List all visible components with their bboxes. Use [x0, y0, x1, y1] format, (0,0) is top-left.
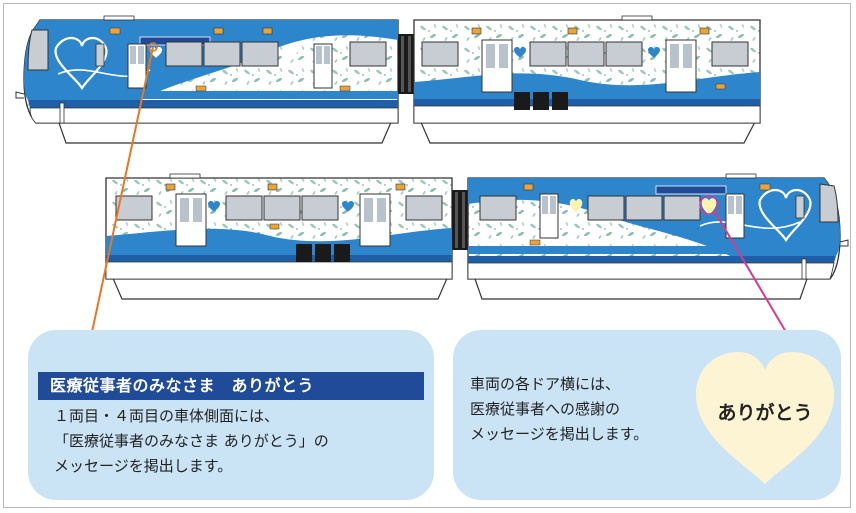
- leader-target-right: [699, 195, 719, 215]
- callout-left-line: 「医療従事者のみなさま ありがとう」の: [54, 432, 329, 450]
- train-top-car-1: [15, 15, 399, 144]
- train-bottom-car-3: [105, 173, 453, 300]
- train-top-coupler: [398, 34, 414, 94]
- callout-left-line: １両目・４両目の車体側面には、: [54, 407, 280, 425]
- callout-left-text: １両目・４両目の車体側面には、 「医療従事者のみなさま ありがとう」の メッセー…: [54, 404, 329, 479]
- callout-left: [28, 330, 434, 500]
- callout-left-heading: 医療従事者のみなさま ありがとう: [38, 372, 424, 400]
- leader-line-right: [714, 211, 787, 333]
- callout-right-text: 車両の各ドア横には、 医療従事者への感謝の メッセージを掲出します。: [470, 372, 648, 447]
- heart-label: ありがとう: [717, 402, 813, 424]
- callout-right-line: メッセージを掲出します。: [470, 425, 649, 443]
- callout-right-line: 医療従事者への感謝の: [470, 400, 621, 418]
- callout-left-line: メッセージを掲出します。: [54, 457, 233, 475]
- train-bottom-coupler: [452, 190, 468, 250]
- callout-right-line: 車両の各ドア横には、: [470, 375, 621, 393]
- leader-line-left: [91, 46, 154, 333]
- diagram-frame: [3, 3, 851, 508]
- train-top-car-2: [413, 15, 761, 144]
- heart-icon: [696, 352, 834, 484]
- train-bottom-car-4: [467, 173, 849, 300]
